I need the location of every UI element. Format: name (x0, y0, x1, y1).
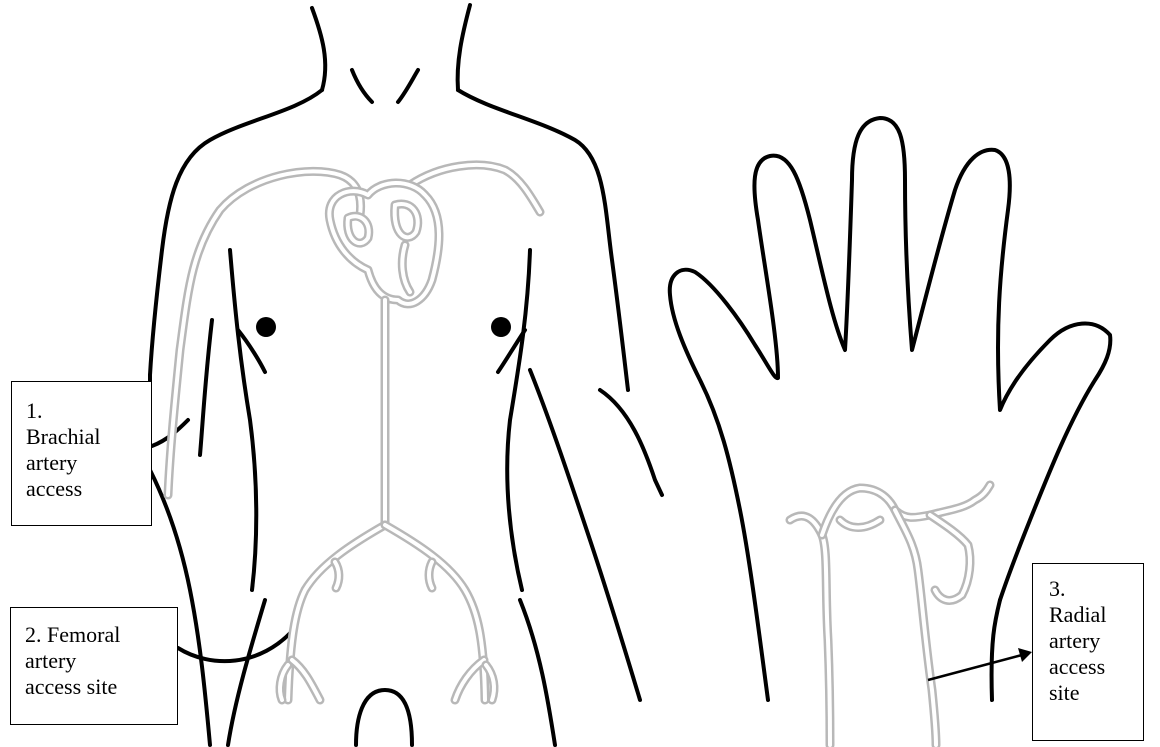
left-nipple (256, 317, 276, 337)
femoral-label-line: artery (25, 648, 177, 674)
brachial-label-box: 1. Brachial artery access (11, 381, 152, 526)
femoral-label-line: 2. Femoral (25, 622, 177, 648)
right-side-lower (530, 370, 640, 700)
torso-outline (150, 5, 662, 745)
palmar-arteries (790, 485, 990, 745)
clavicle-left (352, 70, 372, 102)
brachial-label-line: access (26, 476, 151, 502)
brachial-label-line: artery (26, 450, 151, 476)
right-arm-outer (600, 390, 662, 495)
femoral-label-line: access site (25, 674, 177, 700)
neck-right (458, 5, 470, 90)
clavicle-right (398, 70, 418, 102)
iliac-left (280, 525, 385, 700)
iliac-right (385, 525, 494, 700)
right-nipple (491, 317, 511, 337)
left-arm-inner (200, 320, 212, 455)
arterial-tree (168, 165, 540, 700)
right-side (507, 250, 530, 590)
heart (329, 183, 439, 304)
hand-wrist-right (992, 600, 1000, 700)
brachial-label-line: Brachial (26, 424, 151, 450)
brachial-label-line: 1. (26, 398, 151, 424)
right-leg-outer (520, 600, 555, 745)
radial-label-line: site (1049, 680, 1143, 706)
right-shoulder (458, 90, 628, 390)
radial-label-line: 3. (1049, 576, 1143, 602)
radial-label-line: Radial (1049, 602, 1143, 628)
crotch (356, 690, 412, 745)
radial-pointer-arrow (928, 648, 1032, 680)
femoral-label-box: 2. Femoral artery access site (10, 607, 178, 725)
radial-label-box: 3. Radial artery access site (1032, 563, 1144, 741)
left-leg-outer (228, 600, 265, 745)
left-side (230, 250, 256, 590)
neck-left (312, 8, 325, 90)
radial-label-line: access (1049, 654, 1143, 680)
radial-label-line: artery (1049, 628, 1143, 654)
